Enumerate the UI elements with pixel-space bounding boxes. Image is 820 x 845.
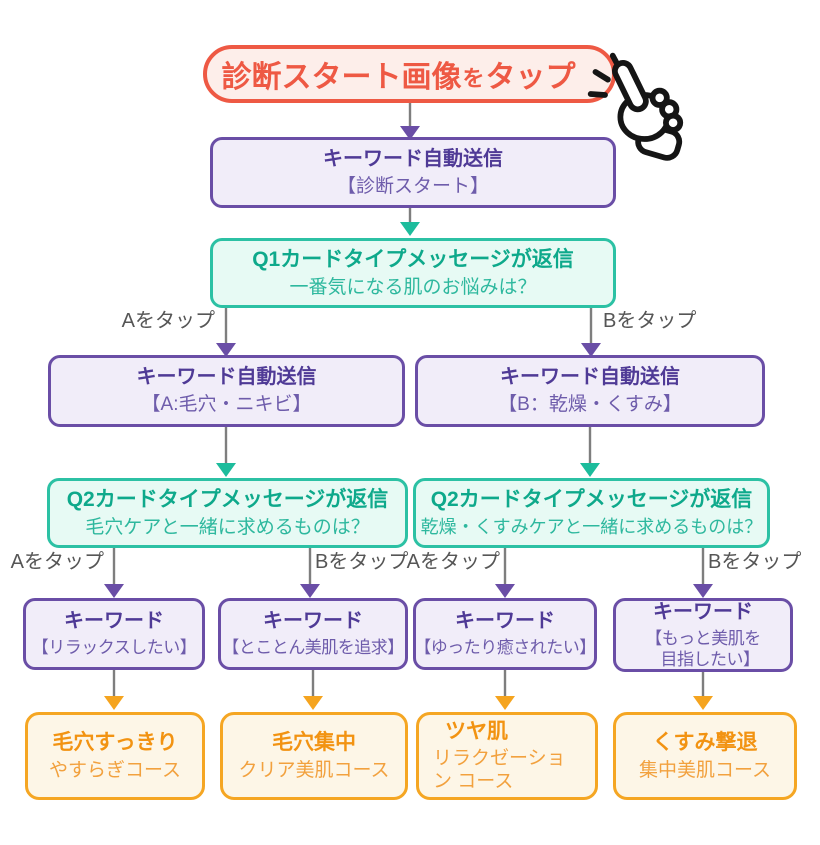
node-subtitle: 一番気になる肌のお悩みは？ <box>289 276 537 298</box>
node-keyword-b: キーワード自動送信 【B：乾燥・くすみ】 <box>415 355 765 427</box>
branch-label-a: Aをタップ <box>121 310 215 332</box>
node-subtitle: 【A:毛穴・ニキビ】 <box>141 394 312 416</box>
node-keyword-relax: キーワード 【リラックスしたい】 <box>23 598 205 670</box>
node-title: くすみ撃退 <box>652 730 758 754</box>
pill-text: 診断スタート画像 <box>221 61 462 94</box>
node-course-pore-shuchu: 毛穴集中 クリア美肌コース <box>220 712 408 800</box>
node-subtitle: 集中美肌コース <box>638 759 772 781</box>
arrowhead-purple <box>495 584 515 598</box>
pill-particle: を <box>462 66 485 91</box>
arrowhead-teal <box>216 463 236 477</box>
hand-shape <box>612 60 684 161</box>
branch-label-b: Bをタップ <box>603 310 697 332</box>
node-title: キーワード自動送信 <box>500 366 680 389</box>
node-title: 毛穴すっきり <box>52 730 178 754</box>
pill-text: タップ <box>485 61 576 94</box>
node-subtitle: 【診断スタート】 <box>336 175 489 197</box>
node-subtitle: クリア美肌コース <box>238 759 390 781</box>
node-subtitle: 【リラックスしたい】 <box>31 638 197 658</box>
node-title: キーワード <box>263 610 363 633</box>
arrowhead-orange <box>104 696 124 710</box>
arrowhead-purple <box>693 584 713 598</box>
node-course-kusumi-gekitai: くすみ撃退 集中美肌コース <box>613 712 797 800</box>
arrowhead-orange <box>303 696 323 710</box>
start-pill: 診断スタート画像をタップ <box>203 45 616 103</box>
node-subtitle: 【もっと美肌を目指したい】 <box>645 628 761 671</box>
tap-hand-icon <box>587 52 684 161</box>
node-title: 毛穴集中 <box>272 730 356 754</box>
node-subtitle: 乾燥・くすみケアと一緒に求めるものは？ <box>420 517 763 538</box>
node-keyword-a: キーワード自動送信 【A:毛穴・ニキビ】 <box>48 355 405 427</box>
node-title: Q1カードタイプメッセージが返信 <box>252 247 574 271</box>
arrowhead-teal <box>400 222 420 236</box>
node-title: キーワード <box>653 600 753 623</box>
node-title: Q2カードタイプメッセージが返信 <box>430 488 753 512</box>
branch-label-b: Bをタップ <box>315 551 409 573</box>
node-subtitle: リラクゼーション コース <box>433 747 566 792</box>
node-q1-card-message: Q1カードタイプメッセージが返信 一番気になる肌のお悩みは？ <box>210 238 616 308</box>
node-course-pore-sukkiri: 毛穴すっきり やすらぎコース <box>25 712 205 800</box>
arrowhead-purple <box>300 584 320 598</box>
node-subtitle: 【とことん美肌を追求】 <box>222 638 404 658</box>
node-title: キーワード <box>455 610 555 633</box>
arrowhead-teal <box>580 463 600 477</box>
node-title: キーワード自動送信 <box>323 147 503 170</box>
node-subtitle: 毛穴ケアと一緒に求めるものは？ <box>85 516 370 538</box>
node-title: ツヤ肌 <box>445 719 508 743</box>
node-keyword-auto-start: キーワード自動送信 【診断スタート】 <box>210 137 616 208</box>
node-title: Q2カードタイプメッセージが返信 <box>66 487 389 511</box>
node-keyword-motto-bihada: キーワード 【もっと美肌を目指したい】 <box>613 598 793 672</box>
node-subtitle: 【B：乾燥・くすみ】 <box>498 394 682 416</box>
subtitle-line2: 目指したい】 <box>660 650 760 669</box>
node-q2-card-message-a: Q2カードタイプメッセージが返信 毛穴ケアと一緒に求めるものは？ <box>47 478 408 548</box>
node-title: キーワード <box>64 610 164 633</box>
branch-label-b: Bをタップ <box>708 551 802 573</box>
arrowhead-orange <box>495 696 515 710</box>
branch-label-a: Aをタップ <box>10 551 104 573</box>
arrowhead-purple <box>104 584 124 598</box>
node-title: キーワード自動送信 <box>136 366 317 389</box>
node-keyword-bihada-tsuikyu: キーワード 【とことん美肌を追求】 <box>218 598 408 670</box>
arrowhead-orange <box>693 696 713 710</box>
node-keyword-iyasaretai: キーワード 【ゆったり癒されたい】 <box>413 598 597 670</box>
subtitle-line1: 【もっと美肌を <box>645 628 761 648</box>
node-q2-card-message-b: Q2カードタイプメッセージが返信 乾燥・くすみケアと一緒に求めるものは？ <box>413 478 770 548</box>
node-course-tsuyahada: ツヤ肌 リラクゼーション コース <box>416 712 598 800</box>
branch-label-a: Aをタップ <box>406 551 500 573</box>
node-subtitle: やすらぎコース <box>48 759 182 781</box>
node-subtitle: 【ゆったり癒されたい】 <box>414 638 596 658</box>
